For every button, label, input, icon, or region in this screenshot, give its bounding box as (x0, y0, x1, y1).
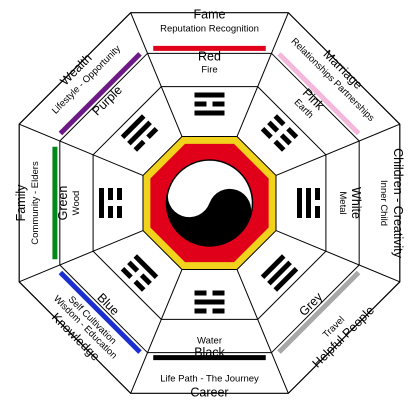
trigram-line-solid (194, 299, 225, 305)
yin-yang-symbol (165, 159, 254, 247)
sector-divider (18, 230, 144, 283)
trigram-line-broken (315, 206, 320, 218)
trigram-line-broken (117, 206, 122, 218)
trigram-line-solid (194, 110, 225, 116)
sector-divider (275, 230, 401, 283)
children-trigram (297, 188, 320, 218)
trigram-line-broken (133, 139, 146, 152)
children-area-title: Children - Creativity (391, 148, 405, 259)
trigram-line-broken (260, 126, 273, 140)
sector-divider (236, 12, 289, 137)
trigram-line-broken (194, 308, 207, 314)
trigram-line-broken (194, 101, 207, 107)
marriage-trigram (260, 114, 299, 152)
sector-divider (18, 123, 144, 176)
career-trigram (194, 290, 225, 314)
yin-half (166, 188, 252, 246)
trigram-line-solid (99, 188, 104, 218)
trigram-line-broken (212, 290, 225, 296)
career-element: Water (197, 336, 222, 347)
trigram-line-broken (212, 308, 225, 314)
trigram-line-broken (139, 273, 152, 286)
fame-aspect-line: Reputation Recognition (160, 24, 259, 35)
children-element: Metal (337, 191, 348, 214)
yang-dot (223, 204, 236, 217)
trigram-line-solid (120, 114, 146, 140)
family-element: Wood (71, 191, 82, 216)
career-color-name: Black (194, 345, 225, 359)
career-aspect-line: Life Path - The Journey (160, 374, 259, 385)
trigram-line-broken (127, 260, 140, 273)
children-aspect-line: Inner Child (378, 180, 389, 226)
sector-divider (236, 269, 289, 394)
sector-divider (130, 12, 183, 137)
knowledge-trigram (120, 254, 159, 292)
trigram-line-broken (146, 126, 159, 140)
trigram-line-broken (120, 266, 133, 280)
trigram-line-broken (212, 101, 225, 107)
trigram-line-solid (273, 266, 299, 292)
trigram-line-solid (260, 254, 286, 280)
trigram-line-broken (117, 188, 122, 200)
yin-dot (183, 189, 196, 202)
trigram-line-broken (286, 126, 299, 140)
trigram-line-broken (108, 206, 113, 218)
children-color-name: White (349, 187, 363, 219)
sector-divider (275, 123, 401, 176)
family-trigram (99, 188, 122, 218)
trigram-line-solid (194, 92, 225, 98)
trigram-line-solid (133, 254, 159, 280)
fame-element: Fire (201, 65, 217, 76)
fame-trigram (194, 92, 225, 116)
trigram-line-broken (267, 120, 280, 133)
trigram-line-solid (306, 188, 311, 218)
trigram-line-broken (133, 279, 146, 292)
trigram-line-solid (267, 260, 292, 286)
trigram-line-broken (279, 133, 292, 146)
trigram-line-solid (297, 188, 302, 218)
sector-divider (130, 269, 183, 394)
career-area-title: Career (190, 385, 228, 399)
trigram-line-broken (315, 188, 320, 200)
family-area-title: Family (14, 184, 28, 222)
trigram-line-solid (127, 120, 152, 146)
trigram-line-broken (108, 188, 113, 200)
wealth-trigram (120, 114, 159, 152)
family-aspect-line: Community - Elders (30, 161, 41, 245)
trigram-line-broken (273, 139, 286, 152)
trigram-line-broken (273, 114, 286, 127)
trigram-line-broken (194, 290, 207, 296)
fame-color-name: Red (198, 49, 221, 63)
fame-area-title: Fame (194, 7, 226, 21)
wealth-color-band (58, 52, 142, 136)
helpful-people-color-band (277, 270, 361, 354)
knowledge-color-band (58, 270, 142, 354)
family-color-name: Green (56, 186, 70, 221)
helpful-people-trigram (260, 254, 299, 292)
marriage-color-band (277, 52, 361, 136)
